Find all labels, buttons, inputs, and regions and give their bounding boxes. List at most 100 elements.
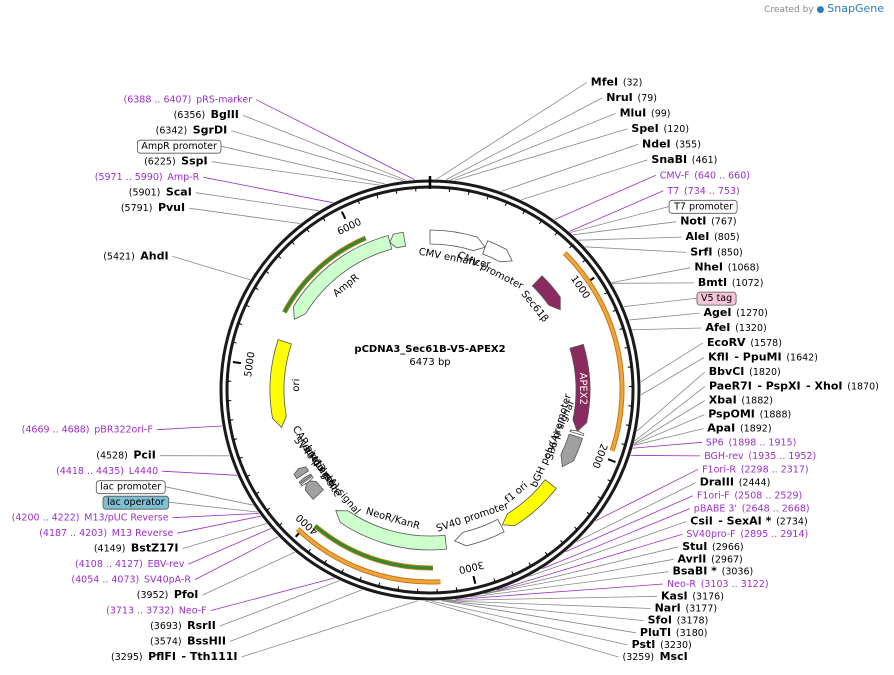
label-nhei[interactable]: NheI (1068) [694,261,759,274]
label-kasi[interactable]: KasI (3176) [661,589,724,602]
label-afei[interactable]: AfeI (1320) [706,321,767,334]
label-pvui[interactable]: (5791) PvuI [121,201,185,214]
feature-lacop[interactable] [298,473,313,485]
feature-cmv-enhancer[interactable] [429,229,486,251]
minor-tick [238,322,243,326]
label-kfli[interactable]: KflI - PpuMI (1642) [708,351,818,364]
label-agei[interactable]: AgeI (1270) [704,306,768,319]
label-text-draiii: DraIII (2444) [700,476,771,489]
feature-ampr[interactable] [293,235,393,320]
label-msci[interactable]: (3259) MscI [623,650,688,663]
feature-sp6[interactable] [569,429,585,436]
feature-ori[interactable] [269,339,292,429]
label-l4440[interactable]: (4418 .. 4435) L4440 [56,466,158,477]
feature-bgh[interactable] [560,433,583,468]
label-paer7i[interactable]: PaeR7I - PspXI - XhoI (1870) [709,379,879,392]
label-part: (3230) [655,640,691,651]
label-spei[interactable]: SpeI (120) [631,122,689,135]
feature-neor[interactable] [335,510,447,551]
features [269,229,591,551]
leader-cmv-f [554,174,656,220]
label-amp-r[interactable]: (5971 .. 5990) Amp-R [95,172,200,183]
label-sgrdi[interactable]: (6342) SgrDI [156,124,228,137]
label-mfei[interactable]: MfeI (32) [591,75,643,88]
label-f1ori-r[interactable]: F1ori-R (2298 .. 2317) [702,464,809,475]
label-neo-r[interactable]: Neo-R (3103 .. 3122) [667,579,769,590]
feature-sec61b[interactable] [531,275,561,311]
minor-tick [277,255,282,259]
label-pflfi[interactable]: (3295) PflFI - Tth111I [111,650,237,663]
label-text-agei: AgeI (1270) [704,306,768,319]
label-bbvci[interactable]: BbvCI (1820) [709,365,781,378]
label-part: V5 tag [701,293,732,304]
label-scai[interactable]: (5901) ScaI [129,186,192,199]
label-bsabi[interactable]: BsaBI * (3036) [673,565,754,578]
label-bmti[interactable]: BmtI (1072) [698,276,764,289]
label-pbabe3[interactable]: pBABE 3' (2648 .. 2668) [694,504,810,515]
label-nrui[interactable]: NruI (79) [606,91,657,104]
label-rsrii[interactable]: (3693) RsrII [150,619,216,632]
label-t7[interactable]: T7 (734 .. 753) [666,186,739,197]
label-cmv-f[interactable]: CMV-F (640 .. 660) [660,170,750,181]
label-t7-promoter[interactable]: T7 promoter [668,199,738,214]
label-pfoi[interactable]: (3952) PfoI [137,588,199,601]
label-sspi[interactable]: (6225) SspI [144,155,208,168]
feature-m13rev[interactable] [300,475,314,487]
label-part: T7 promoter [673,201,733,212]
label-apai[interactable]: ApaI (1892) [707,422,771,435]
feature-apex2[interactable] [569,343,591,433]
label-m13puc-reverse[interactable]: (4200 .. 4222) M13/pUC Reverse [12,513,169,524]
label-avrii[interactable]: AvrII (2967) [678,552,743,565]
label-psti[interactable]: PstI (3230) [632,638,692,651]
label-sv40pro-f[interactable]: SV40pro-F (2895 .. 2914) [686,529,808,540]
label-lac-operator[interactable]: lac operator [102,495,170,510]
label-v5-tag[interactable]: V5 tag [696,291,737,306]
label-bgh-rev[interactable]: BGH-rev (1935 .. 1952) [704,451,816,462]
label-sp6-primer[interactable]: SP6 (1898 .. 1915) [706,437,796,448]
feature-cap[interactable] [293,466,309,480]
label-stui[interactable]: StuI (2966) [682,540,743,553]
feature-cmv-promoter[interactable] [482,240,513,263]
label-sfoi[interactable]: SfoI (3178) [648,614,709,627]
minor-tick [357,199,360,205]
label-pbr322ori-f[interactable]: (4669 .. 4688) pBR322ori-F [22,425,153,436]
label-plutl[interactable]: PluTI (3180) [640,626,708,639]
feature-sv40p[interactable] [453,518,505,547]
label-ecorv[interactable]: EcoRV (1578) [707,336,782,349]
label-part: (3180) [671,628,707,639]
label-ampr-promoter[interactable]: AmpR promoter [136,139,222,154]
label-f1ori-f[interactable]: F1ori-F (2508 .. 2529) [697,491,802,502]
minor-tick [544,551,548,556]
label-text-f1ori-r: F1ori-R (2298 .. 2317) [702,464,809,475]
label-mlui[interactable]: MluI (99) [620,106,671,119]
label-m13-reverse[interactable]: (4187 .. 4203) M13 Reverse [39,528,173,539]
label-prs-marker[interactable]: (6388 .. 6407) pRS-marker [124,95,253,106]
label-srfi[interactable]: SrfI (850) [690,245,743,258]
label-csii[interactable]: CsiI - SexAI * (2734) [690,515,807,528]
label-snabi[interactable]: SnaBI (461) [651,153,717,166]
label-lac-promoter[interactable]: lac promoter [95,480,166,495]
label-ebv-rev[interactable]: (4108 .. 4127) EBV-rev [75,559,185,570]
feature-f1ori[interactable] [501,479,557,527]
label-pcii[interactable]: (4528) PciI [96,449,156,462]
label-alei[interactable]: AleI (805) [686,230,740,243]
leader-sv40pro-f [496,533,683,591]
label-bstz17i[interactable]: (4149) BstZ17I [94,542,179,555]
label-bglii[interactable]: (6356) BglII [174,108,239,121]
label-part: pBABE 3' [694,504,737,515]
label-xbai[interactable]: XbaI (1882) [709,394,773,407]
label-ndei[interactable]: NdeI (355) [642,137,701,150]
feature-sv40pa[interactable] [304,480,324,500]
label-sv40pa-r[interactable]: (4054 .. 4073) SV40pA-R [71,575,191,586]
label-ahdi[interactable]: (5421) AhdI [103,249,168,262]
label-bsshii[interactable]: (3574) BssHII [150,635,226,648]
label-neo-f[interactable]: (3713 .. 3732) Neo-F [106,606,206,617]
label-draiii[interactable]: DraIII (2444) [700,476,771,489]
label-noti[interactable]: NotI (767) [680,215,736,228]
label-nari[interactable]: NarI (3177) [655,602,718,615]
minor-tick [554,231,558,236]
label-part: StuI [682,540,707,553]
feature-ampr-prom[interactable] [389,231,407,249]
label-pspomi[interactable]: PspOMI (1888) [708,408,791,421]
